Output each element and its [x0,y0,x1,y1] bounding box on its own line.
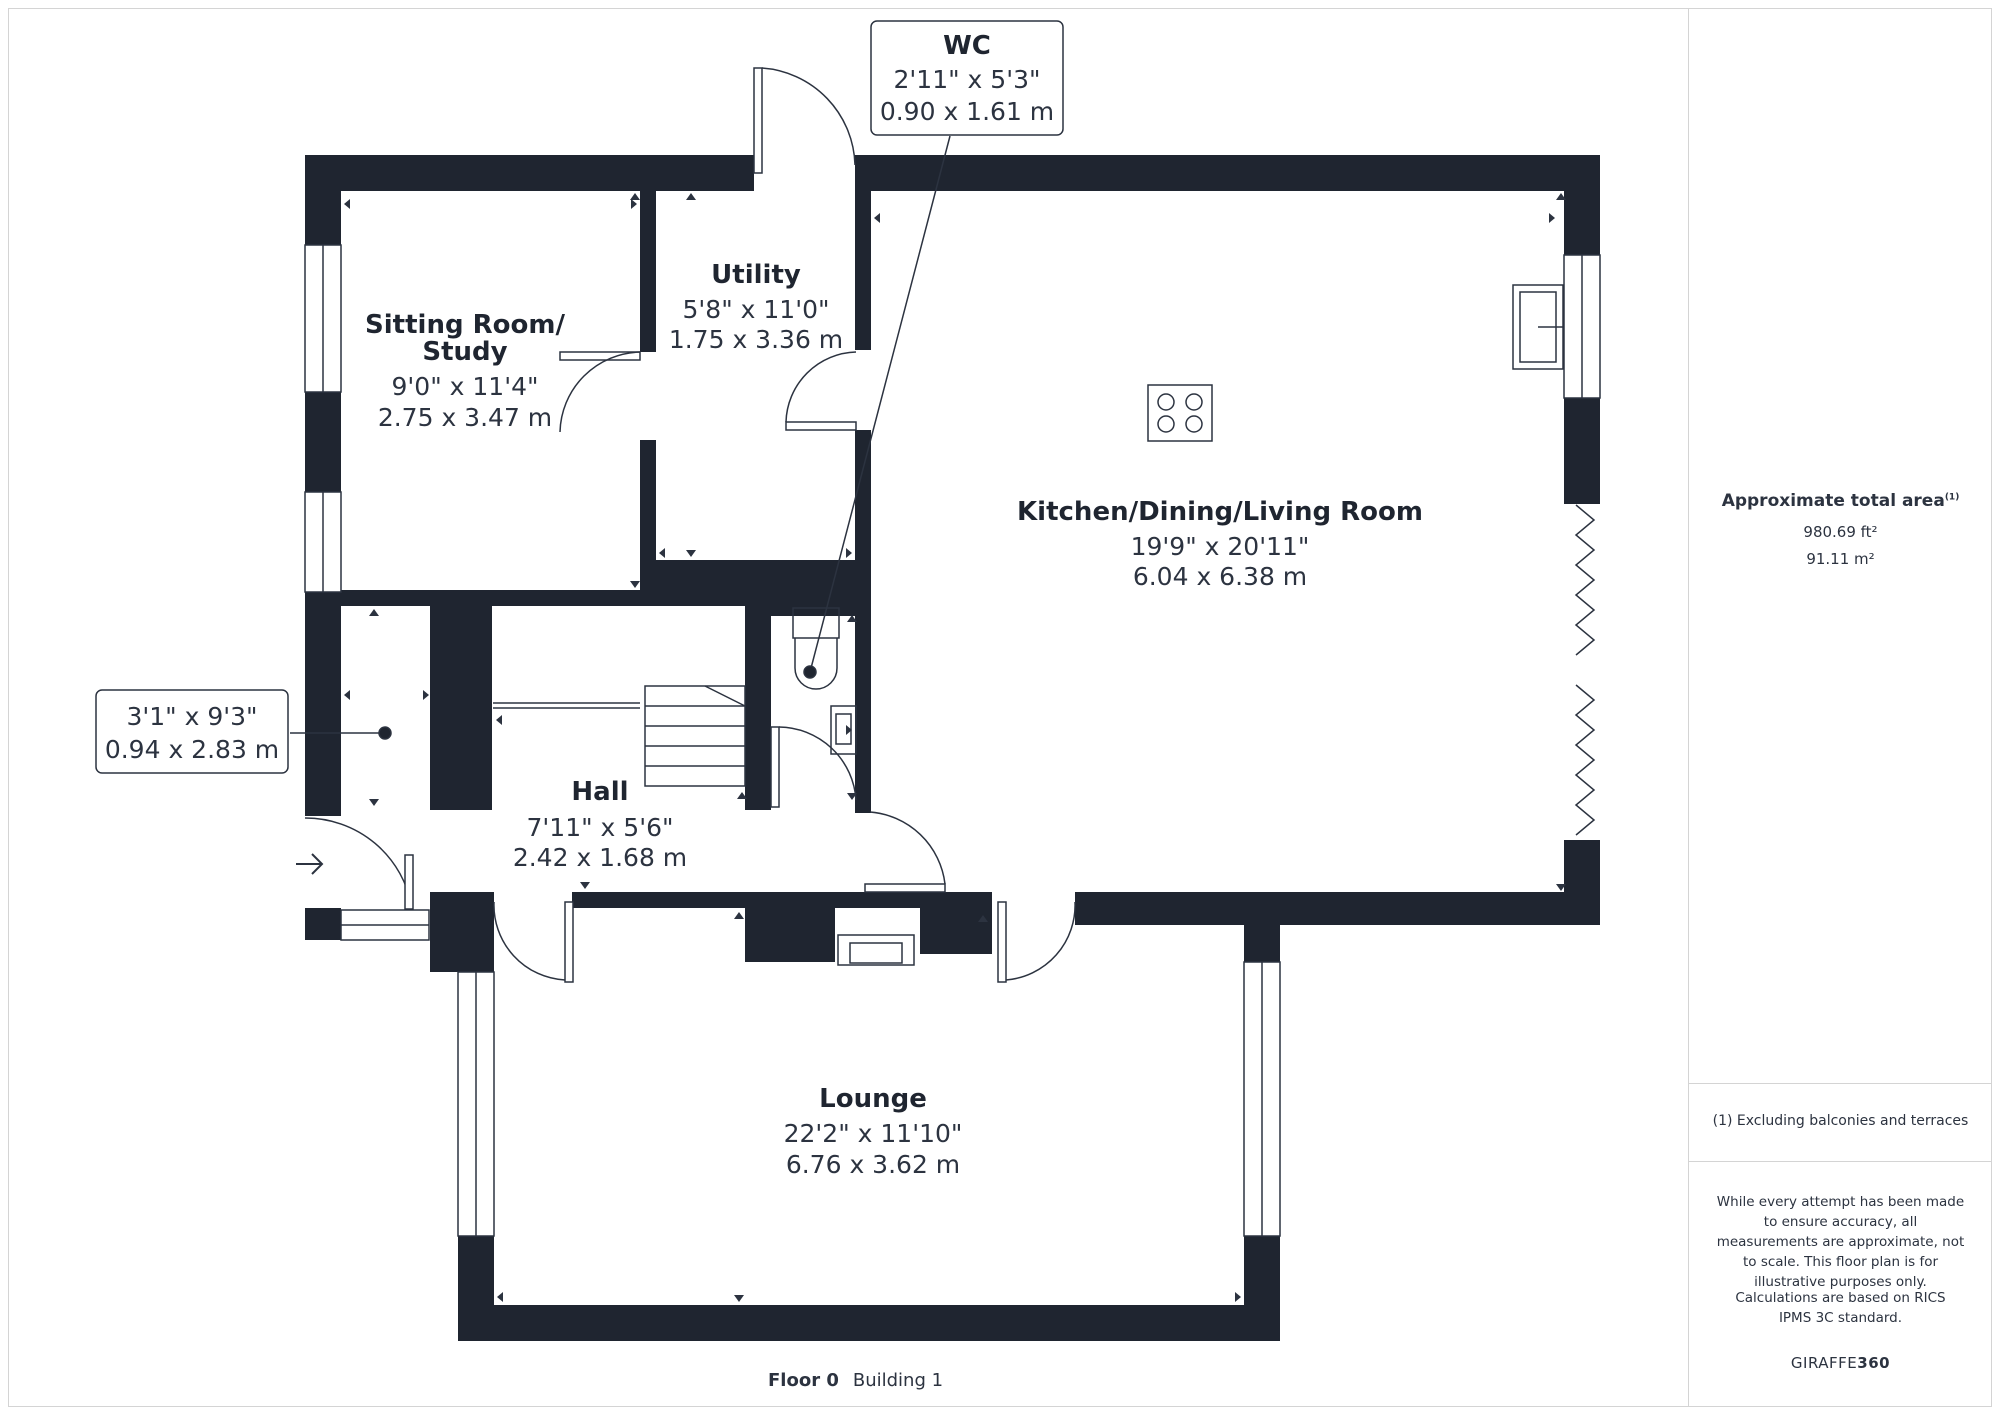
wall-wc-top [760,604,856,616]
wall-utility-kitchen-lower [855,430,871,813]
callouts [290,135,951,740]
hall-name: Hall [571,777,628,807]
door-sitting-utility [559,351,641,361]
area-m: 91.11 m² [1806,550,1875,568]
door-wc [770,726,780,808]
wc-callout-box [870,20,1064,136]
wall-top-right [855,155,1600,191]
brand-text-a: GIRAFFE [1790,1354,1858,1372]
fixtures [792,284,1564,966]
door-hall-kitchen [864,883,946,893]
wall-left-mid [305,392,341,492]
door-hall-lounge [564,901,574,983]
wall-top-left [305,155,754,191]
floor-label: Floor 0 [768,1370,839,1391]
building-label: Building 1 [852,1370,944,1391]
wall-sitting-utility-lower [640,440,656,605]
area-ft: 980.69 ft² [1803,523,1878,541]
windows [304,244,1601,1237]
walls [305,155,1600,1341]
lounge-metric: 6.76 x 3.62 m [786,1150,960,1179]
toilet-icon [794,638,838,690]
disclaimer: While every attempt has been made to ens… [1716,1194,1965,1290]
basin-icon [830,705,857,755]
bifold-doors [1574,504,1596,836]
measure-markers [344,193,1566,1302]
area-title-text: Approximate total area [1721,491,1945,511]
wall-chimney [745,892,835,962]
footnote: (1) Excluding balconies and terraces [1712,1113,1969,1129]
wall-lounge-right-bottom [1244,1236,1280,1340]
wall-utility-kitchen-upper [855,190,871,350]
hall-metric: 2.42 x 1.68 m [513,843,687,872]
brand-logo: GIRAFFE360 [1689,1354,1992,1372]
wall-lounge-kitchen-step [1244,892,1600,925]
wall-right-upper [1564,155,1600,255]
area-title: Approximate total area(1) [1689,491,1992,511]
sidebar-divider-1 [1689,1083,1992,1084]
wall-wc-left [745,604,771,810]
sitting-name-line2: Study [422,337,507,367]
kitchen-metric: 6.04 x 6.38 m [1133,562,1307,591]
kitchen-imperial: 19'9" x 20'11" [1131,532,1310,561]
brand-text-b: 360 [1857,1354,1891,1372]
wc-cistern-icon [792,607,840,639]
wc-metric: 0.90 x 1.61 m [880,97,1054,126]
floor-caption: Floor 0 Building 1 [768,1370,943,1391]
utility-name: Utility [711,260,801,290]
calc-note: Calculations are based on RICS IPMS 3C s… [1735,1290,1946,1326]
sitting-name-line1: Sitting Room/ [365,310,565,340]
utility-metric: 1.75 x 3.36 m [669,325,843,354]
wc-name: WC [943,31,991,61]
cupboard-metric: 0.94 x 2.83 m [105,735,279,764]
sidebar: Approximate total area(1) 980.69 ft² 91.… [1688,8,1992,1407]
wall-left-upper [305,155,341,245]
wall-left-lower [305,592,341,816]
wall-lounge-left-top [458,892,494,972]
wall-right-mid [1564,398,1600,504]
cupboard-imperial: 3'1" x 9'3" [126,702,257,731]
area-footnote-mark: (1) [1944,492,1960,503]
doors [304,67,1076,983]
wc-leader-line [809,135,951,673]
sidebar-divider-2 [1689,1161,1992,1162]
utility-imperial: 5'8" x 11'0" [683,295,830,324]
kitchen-name: Kitchen/Dining/Living Room [1017,497,1423,527]
door-utility-kitchen [785,421,857,431]
wall-sitting-utility-upper [640,190,656,352]
wc-imperial: 2'11" x 5'3" [894,65,1041,94]
hall-imperial: 7'11" x 5'6" [527,813,674,842]
lounge-name: Lounge [819,1084,927,1114]
door-lounge-kitchen [997,901,1007,983]
hob-icon [1147,384,1213,442]
wall-utility-bottom [640,560,855,606]
wall-lounge-pillar [920,892,992,954]
stairs [493,685,746,787]
entrance-arrow-icon [296,853,324,875]
cupboard-callout-box [95,689,289,774]
wall-hall-column [430,604,492,810]
door-utility-external [753,67,763,174]
wall-left-entry [305,908,341,940]
floor-plan: WC 2'11" x 5'3" 0.90 x 1.61 m Utility 5'… [95,20,1601,1341]
wall-lounge-bottom [458,1305,1280,1341]
page-frame [8,8,1992,1407]
sitting-imperial: 9'0" x 11'4" [392,372,539,401]
lounge-imperial: 22'2" x 11'10" [784,1119,963,1148]
sitting-metric: 2.75 x 3.47 m [378,403,552,432]
